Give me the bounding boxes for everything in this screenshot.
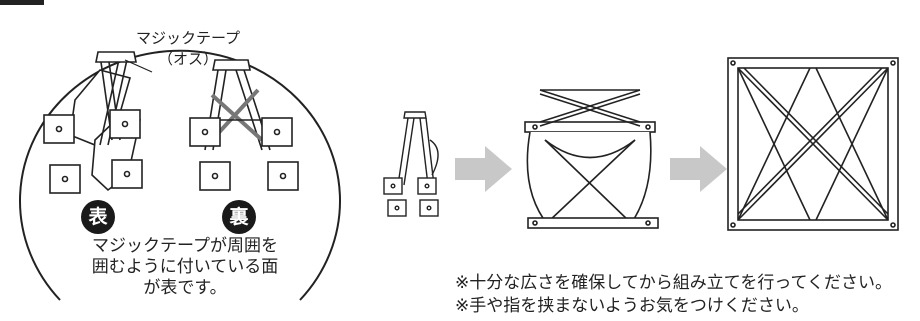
panel-circle-outline [19,49,341,301]
frame-block [111,159,143,189]
note-line-2: ※手や指を挟まないようお気をつけください。 [455,296,809,316]
back-badge: 裏 [222,200,256,234]
frame-block [189,117,221,147]
note-line-1: ※十分な広さを確保してから組み立てを行ってください。 [455,273,893,293]
corner-tab [0,0,44,5]
arrow-right-icon [670,146,727,192]
frame-block [261,117,293,147]
frame-block [199,161,231,191]
arrow-right-icon [455,146,512,192]
open-frame [727,57,899,231]
frame-block [267,161,299,191]
velcro-label: マジックテープ [135,29,241,47]
caption-line-1: マジックテープが周囲を [92,236,278,256]
half-open-frame [524,89,659,229]
folded-frame-back [189,59,299,191]
caption-line-2: 囲むように付いている面 [91,257,279,277]
folded-frame-small [383,111,439,217]
caption-line-3: が表です。 [143,278,227,298]
frame-block [109,109,141,139]
velcro-type-label: （オス） [157,50,218,68]
frame-block [49,164,81,194]
frame-block [43,114,75,144]
folded-frame-front [43,51,143,194]
front-badge: 表 [81,200,115,234]
